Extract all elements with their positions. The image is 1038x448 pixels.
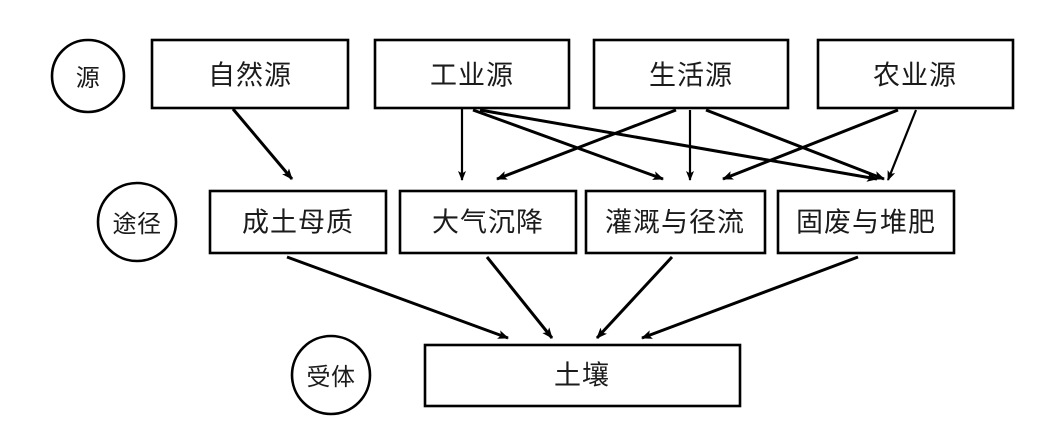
node-industrial-source[interactable]: 工业源	[373, 38, 571, 110]
node-parent-material[interactable]: 成土母质	[208, 189, 388, 255]
node-domestic-source[interactable]: 生活源	[592, 38, 790, 110]
edge-parent-material-to-soil	[286, 255, 509, 340]
irrigation-runoff-label: 灌溉与径流	[605, 208, 745, 239]
receptor-circle-shape	[290, 334, 372, 416]
edge-natural-to-parent-material	[231, 108, 294, 180]
tier-circle-pathway: 途径	[96, 181, 178, 263]
edge-irrigation-runoff-to-soil	[595, 255, 674, 340]
solid-waste-compost-label: 固废与堆肥	[796, 208, 936, 239]
edge-industrial-to-solid-waste-compost	[479, 108, 878, 182]
soil-box	[423, 343, 742, 408]
industrial-source-label: 工业源	[430, 61, 514, 92]
edge-agricultural-to-irrigation-runoff	[722, 108, 899, 181]
edge-solid-waste-compost-to-soil	[641, 255, 859, 340]
receptor-circle-label: 受体	[307, 363, 356, 391]
source-circle-label: 源	[76, 64, 101, 92]
tier-circle-receptor: 受体	[290, 334, 372, 416]
edge-atmospheric-deposition-to-soil	[485, 256, 554, 339]
edge-domestic-to-solid-waste-compost	[705, 108, 885, 181]
solid-waste-compost-box	[776, 189, 956, 255]
pathway-circle-label: 途径	[113, 210, 162, 238]
node-natural-source[interactable]: 自然源	[150, 38, 350, 110]
tier-circle-source: 源	[50, 38, 126, 114]
natural-source-label: 自然源	[208, 61, 292, 92]
edge-agricultural-to-solid-waste-compost	[886, 109, 918, 181]
edge-domestic-to-atmospheric-deposition	[496, 108, 677, 181]
atmospheric-deposition-label: 大气沉降	[432, 208, 544, 239]
parent-material-label: 成土母质	[242, 208, 354, 239]
node-agricultural-source[interactable]: 农业源	[816, 38, 1015, 110]
pathway-circle-shape	[96, 181, 178, 263]
source-circle-shape	[50, 38, 126, 114]
parent-material-box	[208, 189, 388, 255]
node-atmospheric-deposition[interactable]: 大气沉降	[398, 189, 578, 255]
domestic-source-label: 生活源	[649, 61, 733, 92]
atmospheric-deposition-box	[398, 189, 578, 255]
node-soil[interactable]: 土壤	[423, 343, 742, 408]
edge-industrial-to-irrigation-runoff	[472, 108, 664, 181]
natural-source-box	[150, 38, 350, 110]
domestic-source-box	[592, 38, 790, 110]
industrial-source-box	[373, 38, 571, 110]
node-irrigation-runoff[interactable]: 灌溉与径流	[584, 189, 767, 255]
soil-label: 土壤	[554, 361, 610, 392]
agricultural-source-label: 农业源	[873, 61, 957, 92]
agricultural-source-box	[816, 38, 1015, 110]
node-solid-waste-compost[interactable]: 固废与堆肥	[776, 189, 956, 255]
irrigation-runoff-box	[584, 189, 767, 255]
